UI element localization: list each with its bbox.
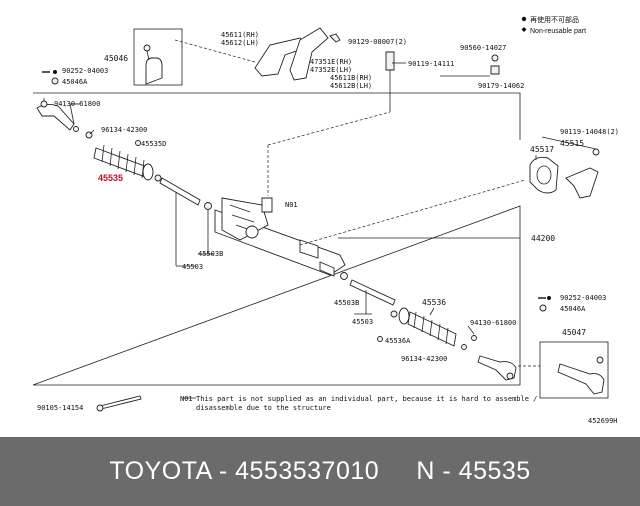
leader-lines bbox=[69, 75, 597, 399]
rack-end-right bbox=[349, 279, 396, 306]
bolt-90129 bbox=[329, 33, 341, 43]
tie-rod-end-top-part bbox=[145, 57, 163, 85]
bushing-N01 bbox=[261, 197, 273, 213]
label-90119-top: 90119-14111 bbox=[408, 60, 454, 68]
tie-rod-end-right-stud bbox=[506, 372, 514, 380]
label-45503B-left: 45503B bbox=[198, 250, 223, 258]
nut-90252-bottom-dot bbox=[547, 296, 551, 300]
label-90252-top: 90252-04003 bbox=[62, 67, 108, 75]
label-96134-bottom: 96134-42300 bbox=[401, 355, 447, 363]
label-45046-top: 45046 bbox=[104, 54, 128, 63]
label-45503B-mid: 45503B bbox=[334, 299, 359, 307]
washer-45503B-left bbox=[204, 202, 212, 210]
figure-id: 452699H bbox=[588, 417, 618, 425]
washer-90560 bbox=[491, 54, 499, 62]
assembly-frame bbox=[32, 92, 521, 386]
legend: 再使用不可部品 Non-reusable part bbox=[521, 15, 586, 35]
knuckle-arm-45611 bbox=[254, 37, 306, 77]
label-45047: 45047 bbox=[562, 328, 586, 337]
label-45536: 45536 bbox=[422, 298, 446, 307]
washer-45503B-mid bbox=[340, 272, 348, 280]
footer-part-number: TOYOTA - 4553537010 N - 45535 bbox=[109, 457, 531, 485]
nut-90179 bbox=[490, 65, 500, 75]
label-90179: 90179-14062 bbox=[478, 82, 524, 90]
label-47352E: 47352E(LH) bbox=[310, 66, 352, 74]
label-94130-top: 94130-61800 bbox=[54, 100, 100, 108]
steering-gear-housing-44200 bbox=[214, 197, 346, 277]
clamp-45536A bbox=[377, 336, 383, 342]
lock-nut-94130-top bbox=[73, 126, 79, 132]
legend-diamond-icon bbox=[521, 27, 527, 32]
label-44200: 44200 bbox=[531, 234, 555, 243]
label-45046A-top: 45046A bbox=[62, 78, 88, 86]
rack-end-left bbox=[159, 177, 201, 206]
label-45611B: 45611B(RH) bbox=[330, 74, 372, 82]
rack-boot-45536 bbox=[398, 307, 457, 347]
nut-45046A-top bbox=[51, 77, 59, 85]
label-45612: 45612(LH) bbox=[221, 39, 259, 47]
label-94130-bottom: 94130-61800 bbox=[470, 319, 516, 327]
label-45503-mid: 45503 bbox=[352, 318, 373, 326]
clamp-45535D bbox=[135, 140, 141, 146]
label-N01: N01 bbox=[285, 201, 298, 209]
clip-96134-bottom bbox=[461, 344, 467, 350]
label-47351E: 47351E(RH) bbox=[310, 58, 352, 66]
tie-rod-nut-bottom bbox=[596, 356, 604, 364]
note-line-2: disassemble due to the structure bbox=[196, 404, 331, 412]
tie-rod-nut-top bbox=[143, 44, 151, 52]
label-45535-highlight: 45535 bbox=[98, 173, 123, 183]
footer-banner: TOYOTA - 4553537010 N - 45535 bbox=[0, 437, 640, 506]
label-45535D: 45535D bbox=[141, 140, 166, 148]
bolt-90105-head bbox=[96, 404, 104, 412]
tie-rod-end-right bbox=[477, 355, 517, 381]
tie-rod-end-box-top bbox=[133, 28, 183, 86]
label-45503-left: 45503 bbox=[182, 263, 203, 271]
clamp-ring-right bbox=[390, 310, 398, 318]
parts-diagram: 再使用不可部品 Non-reusable part bbox=[32, 15, 619, 425]
label-90129: 90129-08007(2) bbox=[348, 38, 407, 46]
bracket-45517 bbox=[529, 156, 559, 194]
rack-boot-45535 bbox=[93, 144, 154, 181]
tie-rod-end-bottom-part bbox=[557, 363, 605, 395]
legend-item-2: Non-reusable part bbox=[530, 28, 586, 35]
tie-rod-end-box-bottom bbox=[539, 341, 609, 399]
legend-item-1: 再使用不可部品 bbox=[530, 15, 579, 24]
label-90105: 90105-14154 bbox=[37, 404, 83, 412]
bolt-90119-right bbox=[592, 148, 600, 156]
note-code: N01 bbox=[180, 395, 193, 403]
nut-45046A-bottom bbox=[539, 304, 547, 312]
bolt-90105 bbox=[99, 395, 142, 410]
label-90119-right: 90119-14048(2) bbox=[560, 128, 619, 136]
nut-90252-top-dot bbox=[53, 70, 57, 74]
legend-dot-icon bbox=[521, 16, 527, 22]
label-45612B: 45612B(LH) bbox=[330, 82, 372, 90]
label-45515: 45515 bbox=[560, 139, 584, 148]
bracket-45515 bbox=[565, 167, 599, 199]
tie-rod-end-left bbox=[36, 103, 75, 131]
lock-nut-94130-bottom bbox=[471, 335, 477, 341]
label-45611: 45611(RH) bbox=[221, 31, 259, 39]
note-line-1: This part is not supplied as an individu… bbox=[196, 395, 537, 403]
knuckle-arm-47351 bbox=[289, 27, 329, 81]
tie-rod-end-left-stud bbox=[40, 100, 48, 108]
label-45536A: 45536A bbox=[385, 337, 411, 345]
label-90252-bottom: 90252-04003 bbox=[560, 294, 606, 302]
label-45517: 45517 bbox=[530, 145, 554, 154]
label-45046A-bottom: 45046A bbox=[560, 305, 586, 313]
bolt-90119-top bbox=[385, 51, 395, 71]
label-96134-top: 96134-42300 bbox=[101, 126, 147, 134]
label-90560: 90560-14027 bbox=[460, 44, 506, 52]
clamp-ring-left bbox=[154, 174, 162, 182]
